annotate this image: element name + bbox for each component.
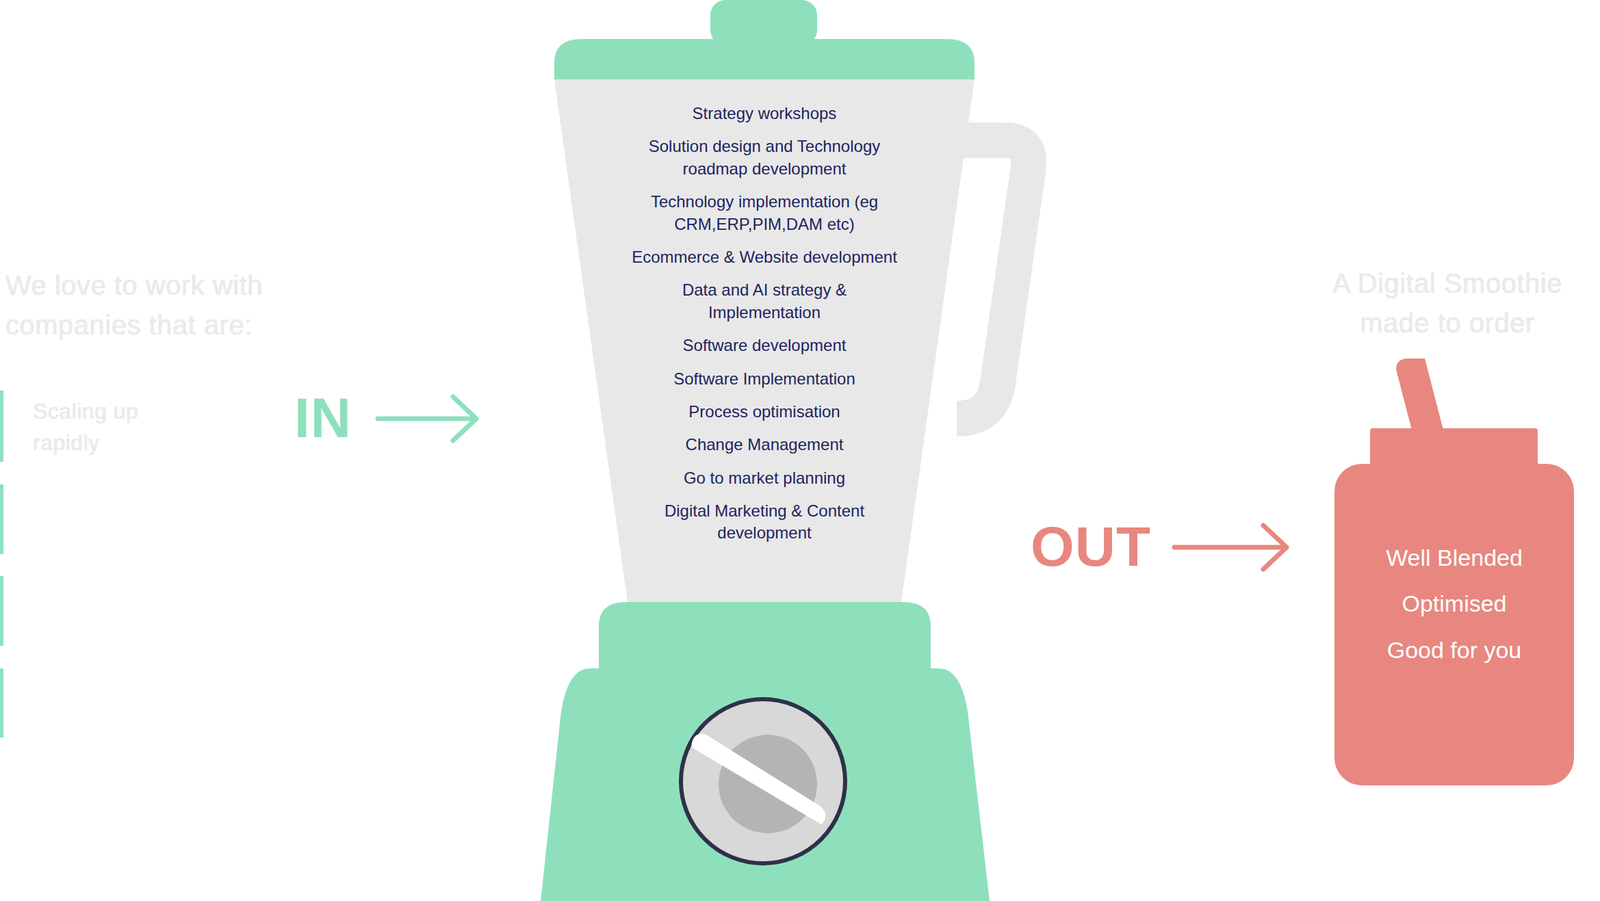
- smoothie-heading: A Digital Smoothie made to order: [1300, 263, 1595, 343]
- in-label: IN: [294, 387, 377, 449]
- jar-handle: [956, 140, 1029, 419]
- intro-heading: We love to work with companies that are:: [5, 265, 389, 345]
- speed-knob: [680, 699, 846, 864]
- benefit-text: Good for you: [1387, 637, 1522, 664]
- blender-jar: Strategy workshopsSolution design and Te…: [554, 79, 975, 603]
- service-item: Solution design and Technology roadmap d…: [628, 135, 900, 180]
- service-item: Software development: [682, 334, 847, 357]
- out-label: OUT: [1030, 515, 1168, 578]
- benefit-text: Optimised: [1401, 591, 1507, 617]
- out-arrow: [1174, 525, 1287, 570]
- service-item: Change Management: [685, 433, 844, 456]
- smoothie-bottle: Well BlendedOptimisedGood for you: [1334, 463, 1574, 786]
- blender-base: [540, 668, 990, 901]
- jar-lid: [554, 39, 975, 80]
- service-item: Ecommerce & Website development: [631, 246, 898, 269]
- text-column: Well BlendedOptimisedGood for you: [1334, 463, 1574, 786]
- bottle-body: [1334, 463, 1574, 786]
- benefit-text: Well Blended: [1385, 545, 1523, 571]
- list-bars: [0, 390, 4, 738]
- service-item: Go to market planning: [683, 467, 846, 490]
- text-column: Strategy workshopsSolution design and Te…: [554, 79, 975, 603]
- service-item: Process optimisation: [688, 401, 840, 423]
- service-item: Strategy workshops: [692, 102, 837, 125]
- in-arrow: [377, 396, 477, 441]
- knob-pointer: [691, 734, 827, 825]
- service-item: Technology implementation (eg CRM,ERP,PI…: [644, 190, 885, 236]
- service-item: Digital Marketing & Content development: [641, 500, 888, 545]
- jar-body: [554, 79, 975, 603]
- client-type: Scaling up rapidly: [32, 395, 163, 460]
- service-item: Data and AI strategy & Implementation: [669, 279, 859, 324]
- base-collar: [598, 602, 931, 678]
- lid-cap: [710, 0, 818, 46]
- service-item: Software Implementation: [673, 368, 855, 391]
- bottle-straw: [1396, 358, 1446, 438]
- bottle-shape: [1334, 463, 1574, 786]
